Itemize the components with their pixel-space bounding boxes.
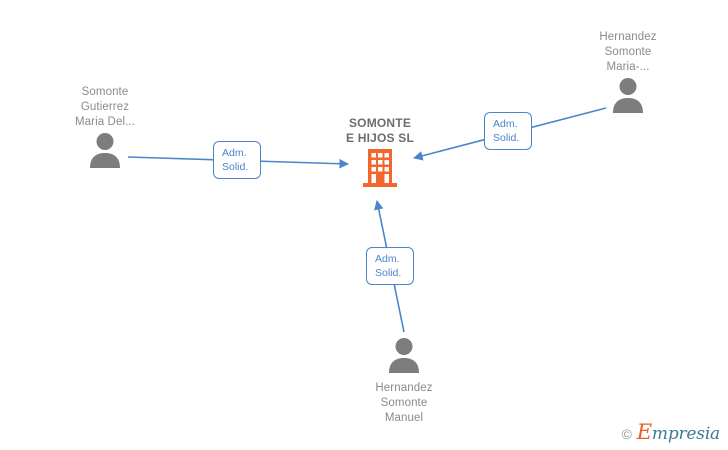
empresia-logo: Empresia — [637, 422, 720, 444]
person-node-label: Hernandez Somonte Maria-... — [599, 31, 657, 73]
copyright-icon: © — [621, 425, 632, 442]
edge-label-left[interactable]: Adm. Solid. — [213, 141, 261, 179]
person-node-label: Somonte Gutierrez Maria Del... — [75, 86, 135, 128]
company-node-label: SOMONTE E HIJOS SL — [345, 116, 415, 145]
empresia-logo-initial: E — [636, 420, 652, 444]
empresia-watermark: © Empresia — [621, 422, 720, 444]
edge-label-bottom[interactable]: Adm. Solid. — [366, 247, 414, 285]
node-person-somonte-gutierrez-maria-del[interactable]: Somonte Gutierrez Maria Del... — [45, 85, 165, 173]
person-icon — [45, 130, 165, 173]
empresia-logo-text: mpresia — [651, 424, 720, 444]
person-node-label: Hernandez Somonte Manuel — [375, 382, 433, 424]
company-building-icon — [318, 146, 442, 195]
node-company-somonte-e-hijos-sl[interactable]: SOMONTE E HIJOS SL — [318, 116, 442, 195]
node-person-hernandez-somonte-maria[interactable]: Hernandez Somonte Maria-... — [568, 30, 688, 118]
person-icon — [568, 75, 688, 118]
person-icon — [344, 335, 464, 378]
node-person-hernandez-somonte-manuel[interactable]: Hernandez Somonte Manuel — [344, 335, 464, 426]
edge-label-top-right[interactable]: Adm. Solid. — [484, 112, 532, 150]
